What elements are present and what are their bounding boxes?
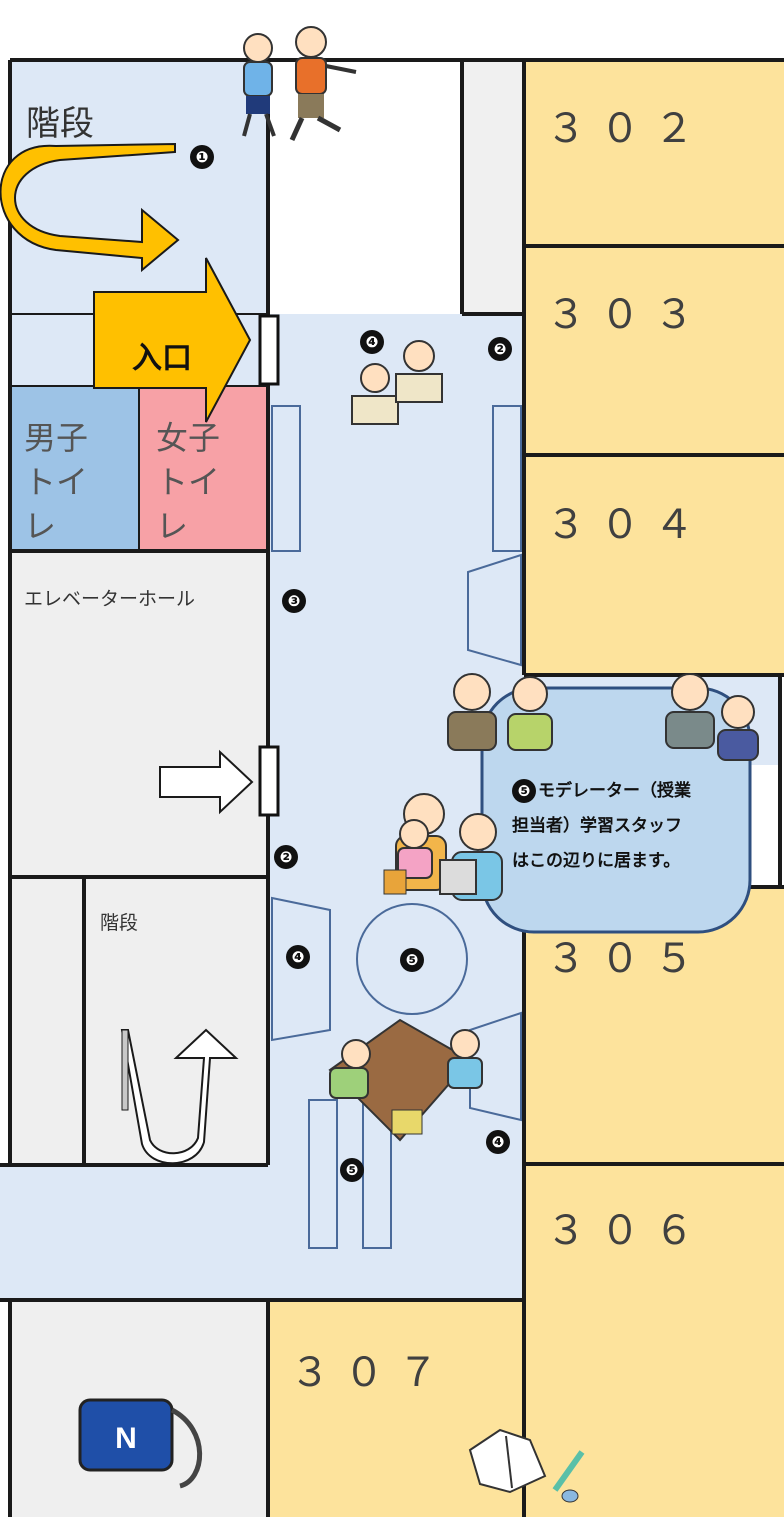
stairs-up-arrow-top bbox=[0, 142, 180, 273]
table-left-lower bbox=[271, 896, 331, 1042]
room-302[interactable] bbox=[524, 60, 784, 246]
stairs-top-label: 階段 bbox=[26, 104, 94, 144]
study-group-icon bbox=[328, 819, 483, 1142]
elevator-hall-label: エレベーターホール bbox=[24, 588, 196, 610]
notebook-icon bbox=[468, 1428, 585, 1503]
room-304[interactable] bbox=[524, 455, 784, 675]
entrance-label: 入口 bbox=[132, 341, 192, 376]
elevator-hall-room bbox=[10, 551, 268, 877]
walls bbox=[0, 58, 784, 1517]
marker-5-table: ❺ bbox=[400, 948, 424, 972]
bench-left-upper bbox=[271, 405, 301, 552]
stairs-lower-room bbox=[84, 877, 268, 1165]
marker-1: ❶ bbox=[190, 145, 214, 169]
room-303-label: ３０３ bbox=[546, 292, 708, 338]
stairs-arrow-lower bbox=[120, 1028, 239, 1165]
stairs-area-top bbox=[10, 60, 268, 314]
note-line-2: 担当者）学習スタッフ bbox=[512, 816, 682, 836]
marker-4-left: ❹ bbox=[286, 945, 310, 969]
marker-5-note: ❺ bbox=[512, 779, 536, 803]
upper-side-hall bbox=[462, 60, 524, 314]
stairs-bottom-label: 階段 bbox=[100, 912, 139, 934]
mens-toilet-room bbox=[10, 386, 139, 551]
table-right-upper bbox=[467, 553, 522, 667]
note-line-1: モデレーター（授業 bbox=[538, 781, 691, 801]
mens-toilet-label: 男子トイレ bbox=[24, 419, 89, 545]
elevator-hall-arrow bbox=[159, 749, 254, 815]
room-302-label: ３０２ bbox=[546, 106, 708, 152]
room-305-label: ３０５ bbox=[546, 936, 708, 982]
entrance-arrow bbox=[93, 257, 252, 423]
room-306-label: ３０６ bbox=[546, 1208, 708, 1254]
upper-hall bbox=[268, 60, 462, 314]
stairs-arrow-lower-tail bbox=[121, 1029, 129, 1111]
room-304-label: ３０４ bbox=[546, 502, 708, 548]
students-walking-icon bbox=[242, 26, 357, 142]
stairs-lower-left bbox=[10, 877, 84, 1165]
staff-icons bbox=[447, 673, 759, 761]
marker-2-lower: ❷ bbox=[274, 845, 298, 869]
room-306[interactable] bbox=[524, 1164, 784, 1517]
bag-icon: N bbox=[78, 1398, 203, 1489]
note-line-3: はこの辺りに居ます。 bbox=[512, 851, 681, 871]
entrance-door[interactable] bbox=[258, 314, 280, 386]
womens-toilet-room bbox=[139, 386, 268, 551]
students-reading-icon bbox=[351, 340, 443, 425]
bench-right-upper bbox=[492, 405, 522, 552]
round-table bbox=[356, 903, 468, 1015]
bench-bottom-left bbox=[308, 1099, 338, 1249]
room-303[interactable] bbox=[524, 246, 784, 455]
svg-text:N: N bbox=[115, 1422, 137, 1455]
marker-5-bench: ❺ bbox=[340, 1158, 364, 1182]
marker-4-upper: ❹ bbox=[360, 330, 384, 354]
room-307-label: ３０７ bbox=[290, 1350, 452, 1396]
corridor-west-extension bbox=[0, 1165, 268, 1300]
table-right-lower bbox=[469, 1011, 522, 1122]
marker-3: ❸ bbox=[282, 589, 306, 613]
marker-4-right: ❹ bbox=[486, 1130, 510, 1154]
womens-toilet-label: 女子トイレ bbox=[156, 419, 221, 545]
marker-2-upper: ❷ bbox=[488, 337, 512, 361]
elevator-hall-door[interactable] bbox=[258, 745, 280, 817]
